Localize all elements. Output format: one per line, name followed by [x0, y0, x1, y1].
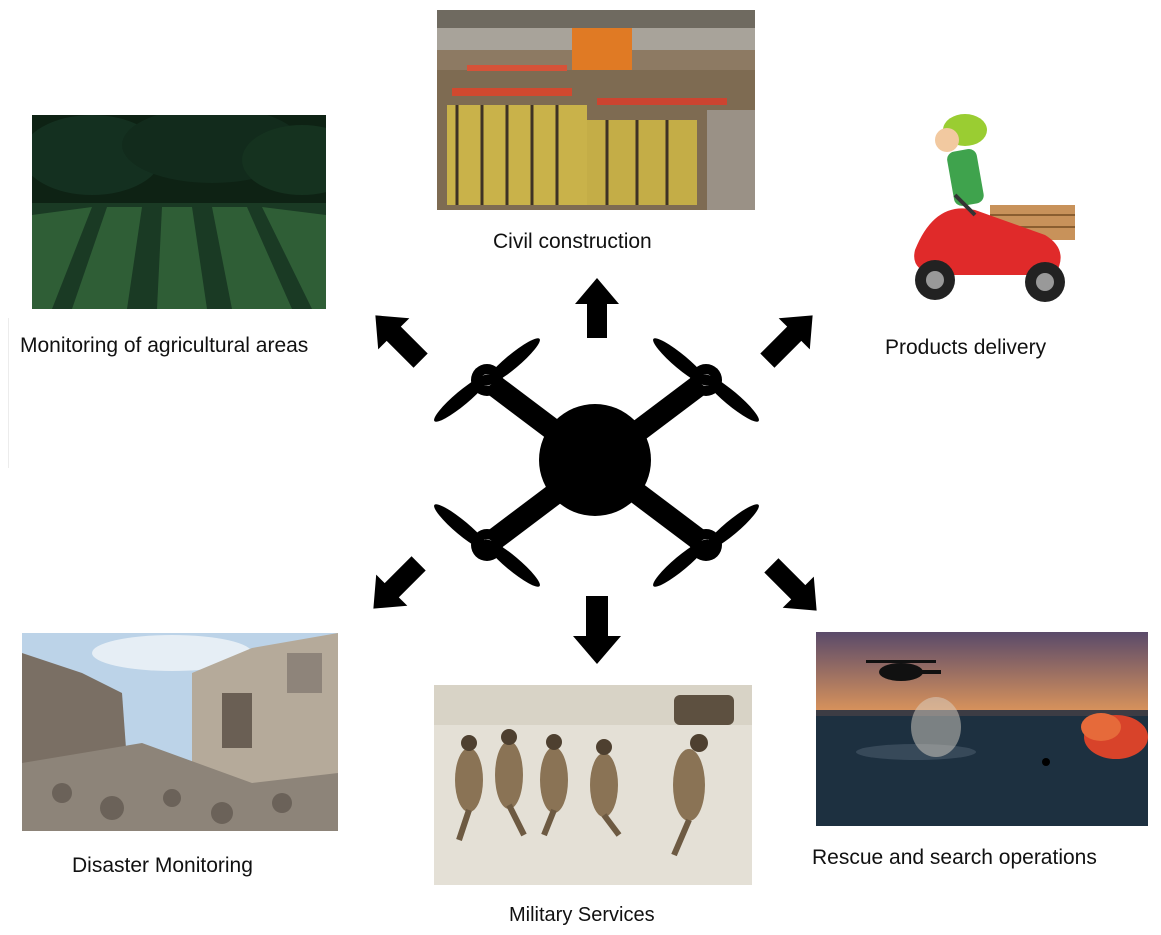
arrow-to-agricultural-monitoring	[375, 315, 428, 368]
arrow-to-rescue-operations	[764, 558, 817, 611]
arrow-to-civil-construction	[575, 278, 619, 338]
tea-plantation-photo	[32, 115, 326, 309]
left-frame-line	[8, 318, 9, 468]
quadcopter-drone-icon	[434, 338, 759, 587]
soldiers-running-photo	[434, 685, 752, 885]
scooter-delivery-cartoon	[895, 100, 1090, 310]
arrow-to-products-delivery	[760, 315, 813, 368]
construction-site-photo	[437, 10, 755, 210]
rescue-operations-label: Rescue and search operations	[812, 846, 1097, 869]
collapsed-buildings-photo	[22, 633, 338, 831]
agricultural-monitoring-label: Monitoring of agricultural areas	[20, 334, 309, 357]
civil-construction-label: Civil construction	[493, 230, 652, 253]
arrow-to-military-services	[573, 596, 621, 664]
arrow-to-disaster-monitoring	[373, 556, 426, 609]
disaster-monitoring-label: Disaster Monitoring	[72, 854, 253, 877]
helicopter-sea-rescue-photo	[816, 632, 1148, 826]
military-services-label: Military Services	[509, 904, 655, 926]
products-delivery-label: Products delivery	[885, 336, 1047, 359]
